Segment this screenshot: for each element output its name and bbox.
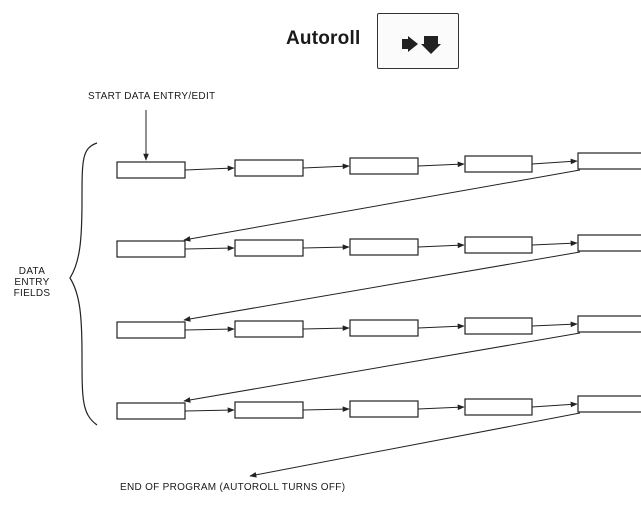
- entry-field: [234, 320, 304, 338]
- field-row-4: [116, 395, 641, 420]
- connector-arrow: [302, 244, 350, 250]
- field-row-2: [116, 234, 641, 258]
- end-arrow: [249, 412, 581, 478]
- entry-field: [234, 401, 304, 419]
- entry-field: [116, 240, 186, 258]
- connector-arrow: [302, 163, 350, 170]
- entry-field: [349, 400, 419, 418]
- arrow-right-icon: [402, 36, 418, 52]
- connector-arrow: [184, 245, 235, 251]
- arrow-down-icon: [421, 36, 441, 54]
- return-arrow: [183, 251, 581, 322]
- connector-arrow: [531, 321, 578, 328]
- entry-field: [577, 152, 641, 170]
- start-label: START DATA ENTRY/EDIT: [88, 91, 216, 102]
- connector-arrow: [184, 407, 235, 413]
- connector-arrow: [531, 158, 578, 165]
- entry-field: [464, 398, 533, 416]
- connector-arrow: [184, 165, 235, 172]
- field-brace: [69, 142, 98, 426]
- entry-field: [577, 315, 641, 333]
- connector-arrow: [184, 326, 235, 332]
- connector-arrow: [417, 323, 465, 330]
- end-label: END OF PROGRAM (AUTOROLL TURNS OFF): [120, 482, 346, 493]
- entry-field: [234, 239, 304, 257]
- connector-arrow: [302, 406, 350, 412]
- field-row-1: [116, 152, 641, 179]
- connector-arrow: [417, 404, 465, 411]
- side-label: DATA ENTRY FIELDS: [13, 266, 51, 299]
- return-arrow: [183, 332, 581, 403]
- entry-field: [577, 395, 641, 413]
- connector-arrow: [531, 401, 578, 408]
- autoroll-key: [377, 13, 459, 69]
- connector-arrow: [417, 161, 465, 168]
- field-row-3: [116, 315, 641, 339]
- entry-field: [577, 234, 641, 252]
- connector-arrow: [417, 242, 465, 249]
- entry-field: [116, 161, 186, 179]
- connector-arrow: [531, 240, 578, 247]
- page-title: Autoroll: [286, 28, 361, 49]
- entry-field: [464, 236, 533, 254]
- entry-field: [349, 238, 419, 256]
- connector-arrow: [302, 325, 350, 331]
- entry-field: [116, 321, 186, 339]
- entry-field: [464, 317, 533, 335]
- return-arrow: [183, 169, 581, 242]
- entry-field: [116, 402, 186, 420]
- entry-field: [464, 155, 533, 173]
- entry-field: [234, 159, 304, 177]
- entry-field: [349, 319, 419, 337]
- entry-field: [349, 157, 419, 175]
